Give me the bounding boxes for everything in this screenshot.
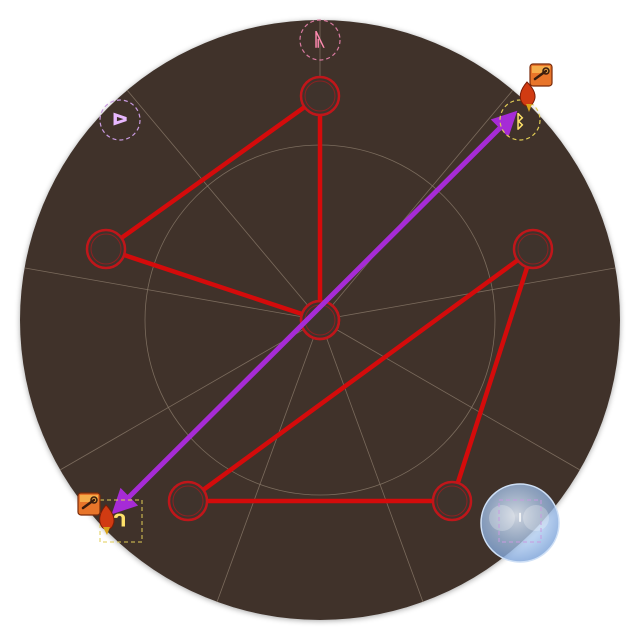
rune-upper-left-symbol: ᐅ <box>112 110 128 131</box>
node-right[interactable] <box>512 228 554 270</box>
rune-upper-left[interactable]: ᐅ <box>99 99 141 141</box>
rune-top-symbol: ᚣ <box>315 30 326 51</box>
flame-marker-icon <box>519 81 536 112</box>
node-top[interactable] <box>299 75 341 117</box>
node-bottom-left[interactable] <box>167 480 209 522</box>
node-left[interactable] <box>85 228 127 270</box>
rune-lower-left-symbol: ᒉ <box>113 511 126 532</box>
rune-upper-right-ring <box>499 99 541 141</box>
rune-upper-right[interactable]: ᛒ <box>499 99 541 141</box>
rune-upper-left-ring <box>99 99 141 141</box>
node-bottom-right[interactable] <box>431 480 473 522</box>
rune-top[interactable]: ᚣ <box>299 19 341 61</box>
rune-lower-right[interactable]: ᛌ <box>480 483 560 563</box>
bubble-highlight <box>489 505 515 531</box>
rune-top-ring <box>299 19 341 61</box>
bubble-highlight <box>523 505 549 531</box>
rune-lower-right-box <box>498 499 542 543</box>
link-arrow <box>111 110 518 515</box>
key-scroll-icon[interactable] <box>529 63 553 87</box>
key-scroll-icon[interactable] <box>77 492 101 516</box>
flame-marker-icon <box>99 504 115 535</box>
rune-upper-right-symbol: ᛒ <box>515 112 526 133</box>
rune-lower-right-symbol: ᛌ <box>515 511 526 532</box>
